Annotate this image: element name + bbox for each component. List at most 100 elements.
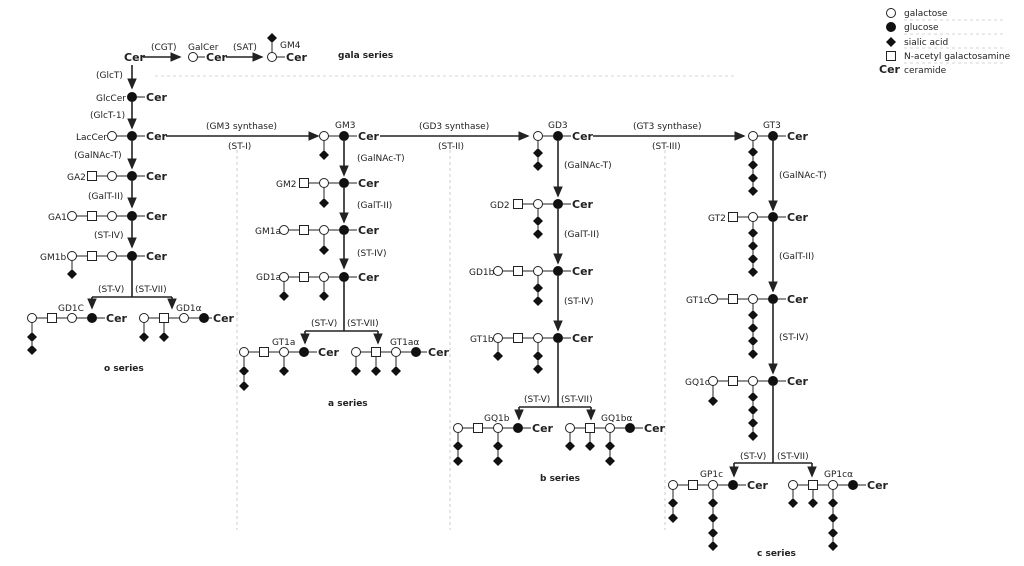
svg-text:Cer: Cer [213, 312, 235, 325]
enzyme-galt2-c: (GalT-II) [779, 252, 814, 262]
enzyme-st5-c: (ST-V) [740, 452, 766, 462]
cer-root: Cer [124, 51, 146, 64]
series-b: b series [540, 474, 580, 484]
a-series: GM3 Cer (GalNAc-T) GM2 Cer (GalT-II) GM1… [239, 121, 450, 409]
enzyme-st7-a: (ST-VII) [347, 319, 379, 329]
svg-text:Cer: Cer [787, 130, 809, 143]
enzyme-st1: (ST-I) [228, 142, 251, 152]
label-galcer: GalCer [188, 43, 219, 53]
label-gp1ca: GP1cα [824, 470, 853, 480]
separator-lines [155, 75, 735, 530]
label-laccer: LacCer [76, 133, 107, 143]
c-series: GT3 Cer (GalNAc-T) GT2 Cer (GalT-II) [668, 121, 889, 559]
enzyme-galnact-a: (GalNAc-T) [357, 154, 405, 164]
label-gt1b: GT1b [470, 335, 494, 345]
enzyme-glct: (GlcT) [96, 71, 123, 81]
label-gm2: GM2 [276, 180, 296, 190]
enzyme-galt2-a: (GalT-II) [357, 201, 392, 211]
label-gt1aa: GT1aα [390, 338, 419, 348]
svg-text:Cer: Cer [206, 51, 228, 64]
enzyme-st7-b: (ST-VII) [561, 395, 593, 405]
enzyme-gt3-synthase: (GT3 synthase) [633, 122, 701, 132]
svg-text:Cer: Cer [146, 91, 168, 104]
enzyme-st2: (ST-II) [438, 142, 464, 152]
svg-text:Cer: Cer [572, 332, 594, 345]
gala-series: Cer (CGT) GalCer Cer (SAT) GM4 Cer gala … [124, 33, 393, 64]
enzyme-st5-b: (ST-V) [524, 395, 550, 405]
legend-galactose: galactose [904, 9, 948, 19]
label-ga1: GA1 [48, 213, 67, 223]
label-gd1a-o: GD1α [176, 304, 202, 314]
legend: galactose glucose sialic acid N-acetyl g… [879, 8, 1011, 76]
svg-text:Cer: Cer [867, 479, 889, 492]
svg-text:Cer: Cer [644, 422, 666, 435]
enzyme-cgt: (CGT) [151, 43, 176, 53]
svg-text:Cer: Cer [146, 170, 168, 183]
enzyme-sat: (SAT) [233, 43, 257, 53]
svg-text:Cer: Cer [286, 51, 308, 64]
label-gm1a: GM1a [255, 227, 281, 237]
series-a: a series [328, 399, 368, 409]
label-gp1c: GP1c [700, 470, 723, 480]
series-c: c series [757, 549, 796, 559]
enzyme-galnact-b: (GalNAc-T) [564, 161, 612, 171]
svg-text:Cer: Cer [532, 422, 554, 435]
label-glccer: GlcCer [96, 94, 126, 104]
label-gd1c: GD1C [58, 304, 84, 314]
enzyme-gd3-synthase: (GD3 synthase) [419, 122, 489, 132]
legend-sialic-acid: sialic acid [904, 38, 948, 48]
svg-text:Cer: Cer [146, 250, 168, 263]
enzyme-glct1: (GlcT-1) [90, 111, 125, 121]
svg-text:Cer: Cer [358, 177, 380, 190]
enzyme-gm3-synthase: (GM3 synthase) [206, 122, 277, 132]
label-gt1c: GT1c [686, 296, 709, 306]
label-gm3: GM3 [335, 121, 355, 131]
label-gd3: GD3 [548, 121, 568, 131]
label-gq1ba: GQ1bα [601, 414, 632, 424]
label-ga2: GA2 [67, 173, 86, 183]
label-gd2: GD2 [490, 201, 510, 211]
enzyme-st4-o: (ST-IV) [94, 231, 123, 241]
enzyme-st3: (ST-III) [652, 142, 681, 152]
enzyme-galt2-o: (GalT-II) [88, 192, 123, 202]
legend-ceramide: ceramide [904, 66, 947, 76]
legend-cer-symbol: Cer [879, 63, 901, 76]
enzyme-st7-c: (ST-VII) [777, 452, 809, 462]
svg-text:Cer: Cer [787, 375, 809, 388]
b-series: GD3 Cer (GalNAc-T) GD2 Cer (GalT-II) GD1… [453, 121, 666, 484]
label-gt1a: GT1a [272, 338, 295, 348]
enzyme-st4-b: (ST-IV) [564, 297, 593, 307]
label-gt3: GT3 [763, 121, 781, 131]
svg-text:Cer: Cer [572, 130, 594, 143]
series-gala: gala series [338, 51, 393, 61]
label-gq1b: GQ1b [484, 414, 510, 424]
svg-text:Cer: Cer [787, 293, 809, 306]
enzyme-st5-o: (ST-V) [98, 285, 124, 295]
label-gd1b: GD1b [469, 268, 495, 278]
svg-text:Cer: Cer [787, 211, 809, 224]
svg-text:Cer: Cer [572, 198, 594, 211]
svg-text:Cer: Cer [358, 224, 380, 237]
enzyme-st5-a: (ST-V) [311, 319, 337, 329]
svg-text:Cer: Cer [428, 346, 450, 359]
label-gq1c: GQ1c [685, 378, 710, 388]
label-gm4: GM4 [280, 41, 301, 51]
label-gt2: GT2 [708, 214, 726, 224]
galactose-icon [886, 8, 896, 18]
label-gd1a: GD1a [256, 273, 281, 283]
legend-glucose: glucose [904, 23, 939, 33]
svg-text:Cer: Cer [146, 210, 168, 223]
enzyme-galt2-b: (GalT-II) [564, 230, 599, 240]
series-o: o series [104, 364, 144, 374]
svg-text:Cer: Cer [318, 346, 340, 359]
svg-text:Cer: Cer [747, 479, 769, 492]
glucose-icon [886, 22, 896, 32]
svg-text:Cer: Cer [358, 271, 380, 284]
enzyme-st4-c: (ST-IV) [779, 333, 808, 343]
o-series: (GlcT) GlcCer Cer (GlcT-1) LacCer Cer (G… [27, 65, 235, 374]
svg-text:Cer: Cer [106, 312, 128, 325]
enzyme-galnact-o: (GalNAc-T) [74, 151, 122, 161]
nacgal-icon [886, 51, 896, 61]
sialic-acid-icon [886, 37, 896, 47]
